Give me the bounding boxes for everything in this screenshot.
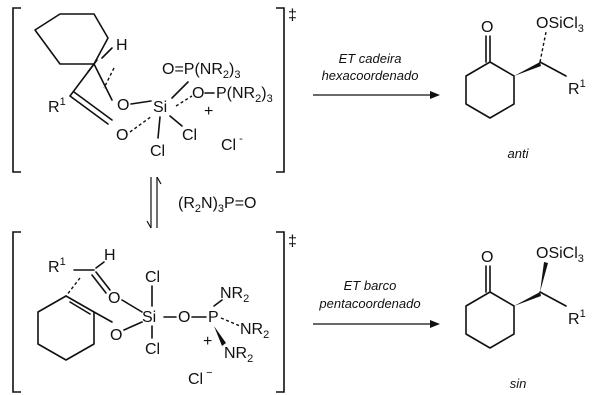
bond-p-n-top <box>213 299 223 307</box>
r1-label-ts1: R1 <box>48 96 66 116</box>
bond-si-cl1 <box>157 116 161 139</box>
bond-c-o-ts2 <box>95 271 111 291</box>
bond-o-si-top-ts2 <box>121 299 143 313</box>
arrow-boat-head <box>430 320 440 328</box>
cyclohexanone-ring-anti <box>465 61 515 119</box>
plus-charge-ts1: + <box>204 103 213 120</box>
wedge-bond-anti <box>514 62 541 76</box>
bond-carbonyl-c-o-2 <box>73 91 113 121</box>
double-bond-ts2 <box>69 301 91 315</box>
nr2-top: NR2 <box>220 285 249 305</box>
equilibrium-reagent: (R2N)3P=O <box>178 195 257 215</box>
o-label-ts1-lower: O <box>116 127 128 144</box>
bond-o-si <box>130 100 152 105</box>
dashed-forming-bond-ts2 <box>65 277 81 297</box>
cl2-label-ts1: Cl <box>182 127 197 144</box>
dagger-ts1: ‡ <box>288 7 297 24</box>
bond-o-si-bottom-ts2 <box>123 321 143 331</box>
arrow-boat-label-2: pentacoordenado <box>318 296 420 311</box>
si-label-ts1: Si <box>153 99 167 116</box>
cyclohexanone-ring-sin <box>465 291 515 349</box>
stereo-label-sin: sin <box>510 376 527 391</box>
wedge-bond-sin <box>514 292 541 306</box>
equilibrium-arrow-up-head <box>156 176 162 185</box>
r1-sin: R1 <box>568 308 586 328</box>
left-bracket-ts1 <box>12 7 21 173</box>
cl1-label-ts1: Cl <box>150 143 165 160</box>
h-label-ts1: H <box>116 37 128 54</box>
o-top-ts2: O <box>108 290 120 307</box>
h-label-ts2: H <box>104 247 116 264</box>
arrow-chair-head <box>430 91 440 99</box>
bond-to-r1-anti <box>539 61 567 77</box>
r1-label-ts2: R1 <box>48 256 66 276</box>
osicl3-anti: OSiCl3 <box>536 15 584 35</box>
nr2-bottom: NR2 <box>224 345 253 365</box>
bond-carbonyl-c-o <box>69 95 109 125</box>
plus-charge-ts2: + <box>203 333 212 350</box>
transition-state-chair: ‡ H R1 O O Si Cl Cl O=P(NR2)3 O P(NR2)3 … <box>12 7 297 173</box>
r1-anti: R1 <box>568 78 586 98</box>
arrow-boat: ET barco pentacoordenado <box>313 278 440 328</box>
o-bottom-ts2: O <box>110 327 122 344</box>
oepa-ligand-top: O=P(NR2)3 <box>162 61 240 81</box>
bond-c-h-ts2 <box>95 261 105 269</box>
bond-ring-to-r1-carbon <box>69 63 95 97</box>
bond-p-n-right <box>220 317 241 327</box>
cl1-label-ts2: Cl <box>145 269 160 286</box>
product-anti: O OSiCl3 R1 anti <box>465 15 586 161</box>
right-bracket-ts2 <box>276 231 285 393</box>
cyclohexene-ring-ts2 <box>37 295 95 361</box>
o-label-ts1-right: O <box>192 85 204 102</box>
si-label-ts2: Si <box>142 309 156 326</box>
chloride-anion-ts2: Cl− <box>188 367 213 388</box>
o-label-ts1-left: O <box>117 97 129 114</box>
bond-to-r1-sin <box>539 291 567 307</box>
arrow-chair-label-2: hexacoordenado <box>322 68 419 83</box>
dashed-o-si <box>129 115 153 133</box>
arrow-chair: ET cadeira hexacoordenado <box>313 51 440 99</box>
bond-c-o-ts2-2 <box>91 274 107 294</box>
dagger-ts2: ‡ <box>288 233 297 250</box>
dashed-si-o-right <box>175 95 193 107</box>
carbonyl-o-sin: O <box>481 249 493 266</box>
transition-state-boat: ‡ H R1 O O Si Cl Cl O P NR2 NR2 NR2 + Cl <box>12 231 297 393</box>
left-bracket-ts2 <box>12 231 21 393</box>
right-bracket-ts1 <box>276 7 285 173</box>
bond-si-o-upper <box>171 81 189 99</box>
bond-ring-o-ts2 <box>93 311 113 323</box>
product-sin: O OSiCl3 R1 sin <box>465 245 586 391</box>
cyclohexene-ring-ts1 <box>34 13 109 65</box>
equilibrium-arrow-down-head <box>146 220 152 229</box>
hashed-bond-anti <box>539 31 547 63</box>
arrow-chair-label-1: ET cadeira <box>339 51 402 66</box>
o-link-ts2: O <box>178 309 190 326</box>
bond-si-cl2 <box>169 115 183 127</box>
arrow-boat-label-1: ET barco <box>344 278 397 293</box>
osicl3-sin: OSiCl3 <box>536 245 584 265</box>
carbonyl-o-anti: O <box>481 19 493 36</box>
bond-ring-to-o <box>93 63 113 101</box>
nr2-right: NR2 <box>240 321 269 341</box>
dashed-forming-bond <box>103 67 115 89</box>
wedge-bond-sin-2 <box>540 262 548 292</box>
equilibrium-arrows: (R2N)3P=O <box>146 176 257 229</box>
stereo-label-anti: anti <box>508 146 530 161</box>
wedge-p-n-bottom <box>214 326 226 346</box>
cl2-label-ts2: Cl <box>145 341 160 358</box>
chloride-anion-ts1: Cl- <box>221 133 243 154</box>
p-ligand-right: P(NR2)3 <box>216 85 273 105</box>
p-label-ts2: P <box>208 309 219 326</box>
bond-c-h <box>101 47 113 59</box>
